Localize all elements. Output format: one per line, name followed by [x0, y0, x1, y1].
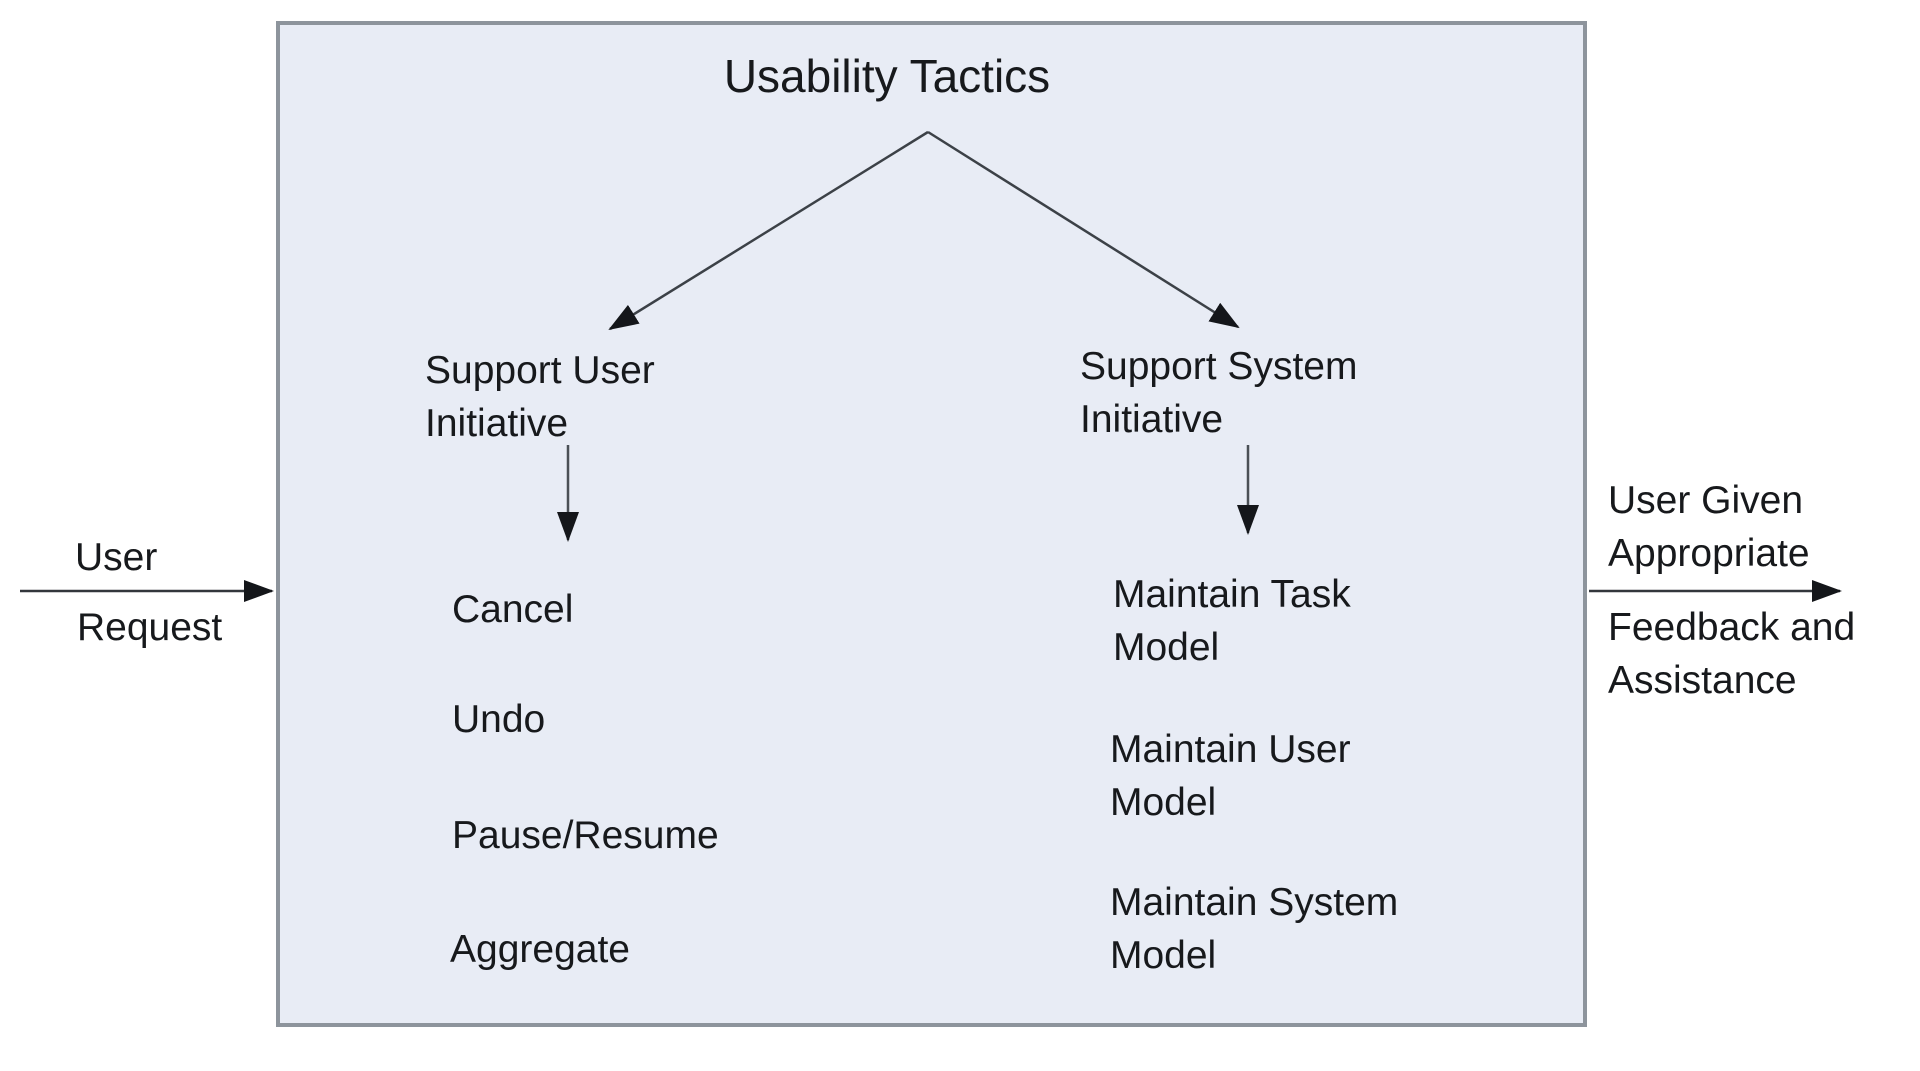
left-branch-label: Support User Initiative [425, 349, 655, 445]
tactic-aggregate: Aggregate [450, 928, 630, 971]
tactic-maintain-system-model: Maintain System Model [1110, 881, 1399, 977]
output-arrow-label-top: User Given Appropriate [1608, 479, 1810, 575]
diagram-title: Usability Tactics [723, 50, 1051, 102]
tactic-pause-resume: Pause/Resume [452, 814, 719, 857]
input-arrow-label-bottom: Request [77, 606, 223, 649]
output-arrow-label-bottom: Feedback and Assistance [1608, 606, 1856, 702]
tactic-maintain-user-model: Maintain User Model [1110, 728, 1351, 824]
input-arrow-label-top: User [75, 536, 158, 579]
tactic-undo: Undo [452, 698, 546, 741]
tactic-maintain-task-model: Maintain Task Model [1113, 573, 1351, 669]
right-branch-label: Support System Initiative [1080, 345, 1358, 441]
tactic-cancel: Cancel [452, 588, 574, 631]
